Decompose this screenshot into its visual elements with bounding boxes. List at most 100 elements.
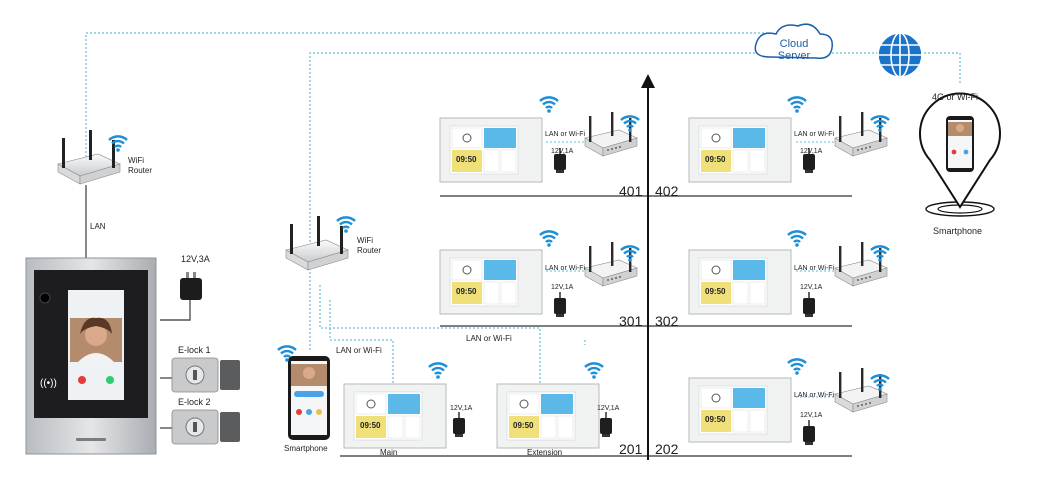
wifi-router-icon [285,216,349,271]
power-adapter-icon [180,272,202,300]
monitor-main [343,383,447,449]
wifi-router-icon [57,130,121,185]
apartment-202: 202 [655,441,679,457]
monitor-clock: 09:50 [705,155,726,164]
wifi-router-icon [834,111,888,157]
screen-tile-cloud [355,393,387,415]
smartphone-device [288,356,330,440]
screen-tile-settings [749,149,766,173]
electric-lock-1 [171,357,240,393]
wifi-signal-icon [786,230,808,249]
monitor-401 [439,117,543,183]
elock1-label: E-lock 1 [178,345,211,355]
lan-wifi-label-extension: LAN or Wi-Fi [466,334,512,343]
wifi-router-icon [834,241,888,287]
cloud-icon [711,133,721,143]
router-label-line1: WiFi [128,156,144,165]
screen-tile-settings [749,281,766,305]
cloud-icon [366,399,376,409]
screen-tile-blue [733,128,765,148]
lan-wifi-label-302: LAN or Wi-Fi [794,265,835,272]
wiring [85,185,191,429]
router-label-line2: Router [357,246,382,255]
lan-wifi-label-202: LAN or Wi-Fi [794,392,835,399]
lan-label: LAN [90,222,106,231]
screen-tile-call [387,415,404,439]
screen-tile-clock [701,410,731,432]
cloud-icon [519,399,529,409]
router-label-line1: WiFi [357,236,373,245]
screen-tile-call [540,415,557,439]
monitor-extension [496,383,600,449]
wifi-router-icon [584,111,638,157]
wifi-signal-icon [107,135,129,154]
elock2-label: E-lock 2 [178,397,211,407]
floor-lines [340,195,852,457]
screen-tile-blue [484,260,516,280]
screen-tile-clock [452,150,482,172]
screen-tile-clock [701,150,731,172]
extension-label: Extension [527,448,563,457]
power-adapter-icon [599,411,613,438]
router-label-left: WiFi Router [128,156,152,176]
monitor-302 [688,249,792,315]
smartphone-right-label: Smartphone [933,226,983,236]
screen-tile-blue [541,394,573,414]
power-label-401: 12V,1A [551,148,574,155]
apartment-402: 402 [655,183,679,199]
router-label-line2: Router [128,166,153,175]
cloud-icon [462,265,472,275]
apartment-201: 201 [619,441,643,457]
power-main-label: 12V,3A [181,254,210,264]
outdoor-door-panel: ((•)) [25,257,157,455]
monitor-clock: 09:50 [705,415,726,424]
wifi-signal-icon [786,96,808,115]
monitor-clock: 09:50 [513,421,534,430]
screen-tile-settings [404,415,421,439]
cloud-server-icon [754,23,833,60]
cloud-label-line1: Cloud [779,38,809,50]
screen-tile-call [483,281,500,305]
screen-tile-clock [509,416,539,438]
power-adapter-icon [802,419,816,446]
power-adapter-icon [802,291,816,318]
lan-wifi-label-301: LAN or Wi-Fi [545,265,586,272]
smartphone-left-label: Smartphone [284,444,328,453]
smartphone-location-pin-icon [919,92,1001,217]
power-adapter-icon [452,411,466,438]
screen-tile-blue [733,388,765,408]
screen-tile-cloud [508,393,540,415]
screen-tile-blue [484,128,516,148]
indoor-monitors [343,117,792,449]
screen-tile-clock [356,416,386,438]
power-adapter-icon [553,291,567,318]
screen-tile-settings [500,281,517,305]
screen-tile-call [483,149,500,173]
screen-tile-blue [733,260,765,280]
network-lines [85,32,961,385]
screen-tile-cloud [700,127,732,149]
apartment-301: 301 [619,313,643,329]
svg-text:((•)): ((•)) [40,378,57,389]
monitor-clock: 09:50 [360,421,381,430]
network-4g-label: 4G or Wi-Fi [932,92,978,102]
wifi-signal-icon [786,358,808,376]
screen-tile-settings [749,409,766,433]
lan-wifi-label-401: LAN or Wi-Fi [545,131,586,138]
electric-lock-2 [171,409,240,445]
monitor-clock: 09:50 [456,287,477,296]
power-label-extension: 12V,1A [597,405,620,412]
cloud-server-label: Cloud Server [774,38,814,62]
monitor-clock: 09:50 [456,155,477,164]
screen-tile-clock [701,282,731,304]
screen-tile-cloud [451,259,483,281]
screen-tile-call [732,281,749,305]
screen-tile-settings [557,415,574,439]
monitor-402 [688,117,792,183]
cloud-label-line2: Server [777,50,811,62]
screen-tile-blue [388,394,420,414]
router-label-middle: WiFi Router [357,236,381,256]
lan-wifi-label-402: LAN or Wi-Fi [794,131,835,138]
